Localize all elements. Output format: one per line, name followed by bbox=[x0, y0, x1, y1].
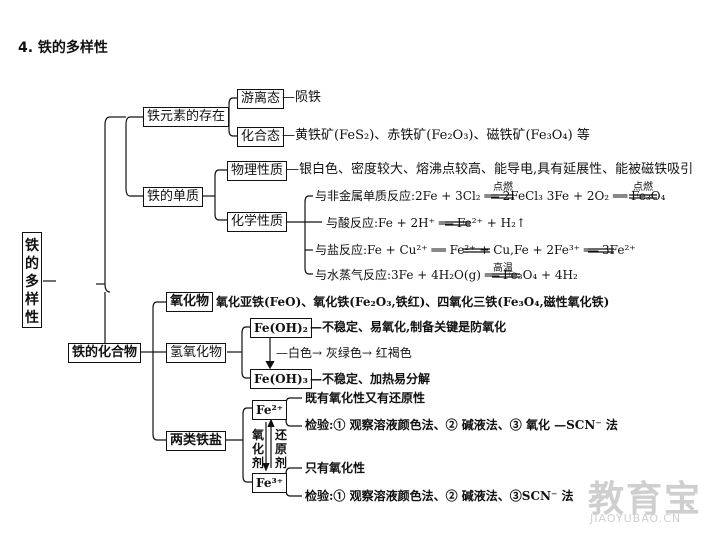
branch-existence: 铁元素的存在 bbox=[143, 107, 230, 127]
section-title: 4. 铁的多样性 bbox=[18, 40, 108, 56]
root-label: 铁的多样性 bbox=[22, 232, 42, 328]
watermark-url: JIAOYUBAO.CN bbox=[590, 512, 682, 525]
reductant-label: 还原剂 bbox=[274, 428, 287, 470]
fe2-property: 既有氧化性又有还原性 bbox=[305, 391, 426, 405]
salts-label: 两类铁盐 bbox=[166, 431, 227, 451]
oxides-label: 氧化物 bbox=[166, 292, 214, 312]
color-change-text: —白色→ 灰绿色→ 红褐色 bbox=[276, 346, 412, 360]
root-label-text: 铁的多样性 bbox=[25, 238, 39, 326]
free-state-text: —陨铁 bbox=[282, 90, 322, 105]
branch-elemental: 铁的单质 bbox=[143, 187, 204, 207]
watermark-logo: 教育宝 bbox=[588, 479, 703, 520]
fe2-ion-label: Fe²⁺ bbox=[252, 400, 288, 420]
feoh2-text: —不稳定、易氧化,制备关键是防氧化 bbox=[310, 320, 507, 334]
fe3-property: 只有氧化性 bbox=[305, 461, 366, 475]
fe3-ion-label: Fe³⁺ bbox=[252, 473, 288, 493]
hydroxides-label: 氢氧化物 bbox=[166, 343, 227, 363]
oxidant-label: 氧化剂 bbox=[251, 428, 264, 470]
oxides-text: 氧化亚铁(FeO)、氧化铁(Fe₂O₃,铁红)、四氧化三铁(Fe₃O₄,磁性氧化… bbox=[216, 295, 610, 309]
feoh3-label: Fe(OH)₃ bbox=[250, 369, 312, 389]
fe3-test: 检验:① 观察溶液颜色法、② 碱液法、③SCN⁻ 法 bbox=[305, 489, 574, 503]
combined-state-label: 化合态 bbox=[237, 127, 285, 147]
feoh2-label: Fe(OH)₂ bbox=[250, 318, 312, 338]
reaction-steam: 与水蒸气反应:3Fe + 4H₂O(g) ══ Fe₃O₄ + 4H₂ bbox=[315, 268, 578, 282]
fe2-test: 检验:① 观察溶液颜色法、② 碱液法、③ 氧化 —SCN⁻ 法 bbox=[305, 418, 618, 432]
reaction-acid: 与酸反应:Fe + 2H⁺ ══ Fe²⁺ + H₂↑ bbox=[326, 216, 526, 230]
reaction-salt: 与盐反应:Fe + Cu²⁺ ══ Fe²⁺ + Cu,Fe + 2Fe³⁺ ═… bbox=[315, 243, 636, 257]
branch-compounds: 铁的化合物 bbox=[68, 343, 142, 363]
feoh3-text: —不稳定、加热易分解 bbox=[310, 372, 431, 386]
reaction-nonmetal: 与非金属单质反应:2Fe + 3Cl₂ ══ 2FeCl₃ 3Fe + 2O₂ … bbox=[315, 189, 666, 203]
reaction-steam-cond: 高温 bbox=[493, 263, 513, 274]
physical-props-label: 物理性质 bbox=[227, 161, 288, 181]
free-state-label: 游离态 bbox=[237, 89, 285, 109]
reaction-nonmetal-cond2: 点燃 bbox=[633, 182, 653, 193]
reaction-nonmetal-cond1: 点燃 bbox=[493, 182, 513, 193]
chemical-props-label: 化学性质 bbox=[227, 212, 288, 232]
physical-props-text: —银白色、密度较大、熔沸点较高、能导电,具有延展性、能被磁铁吸引 bbox=[286, 162, 694, 177]
combined-state-text: —黄铁矿(FeS₂)、赤铁矿(Fe₂O₃)、磁铁矿(Fe₃O₄) 等 bbox=[282, 128, 590, 143]
